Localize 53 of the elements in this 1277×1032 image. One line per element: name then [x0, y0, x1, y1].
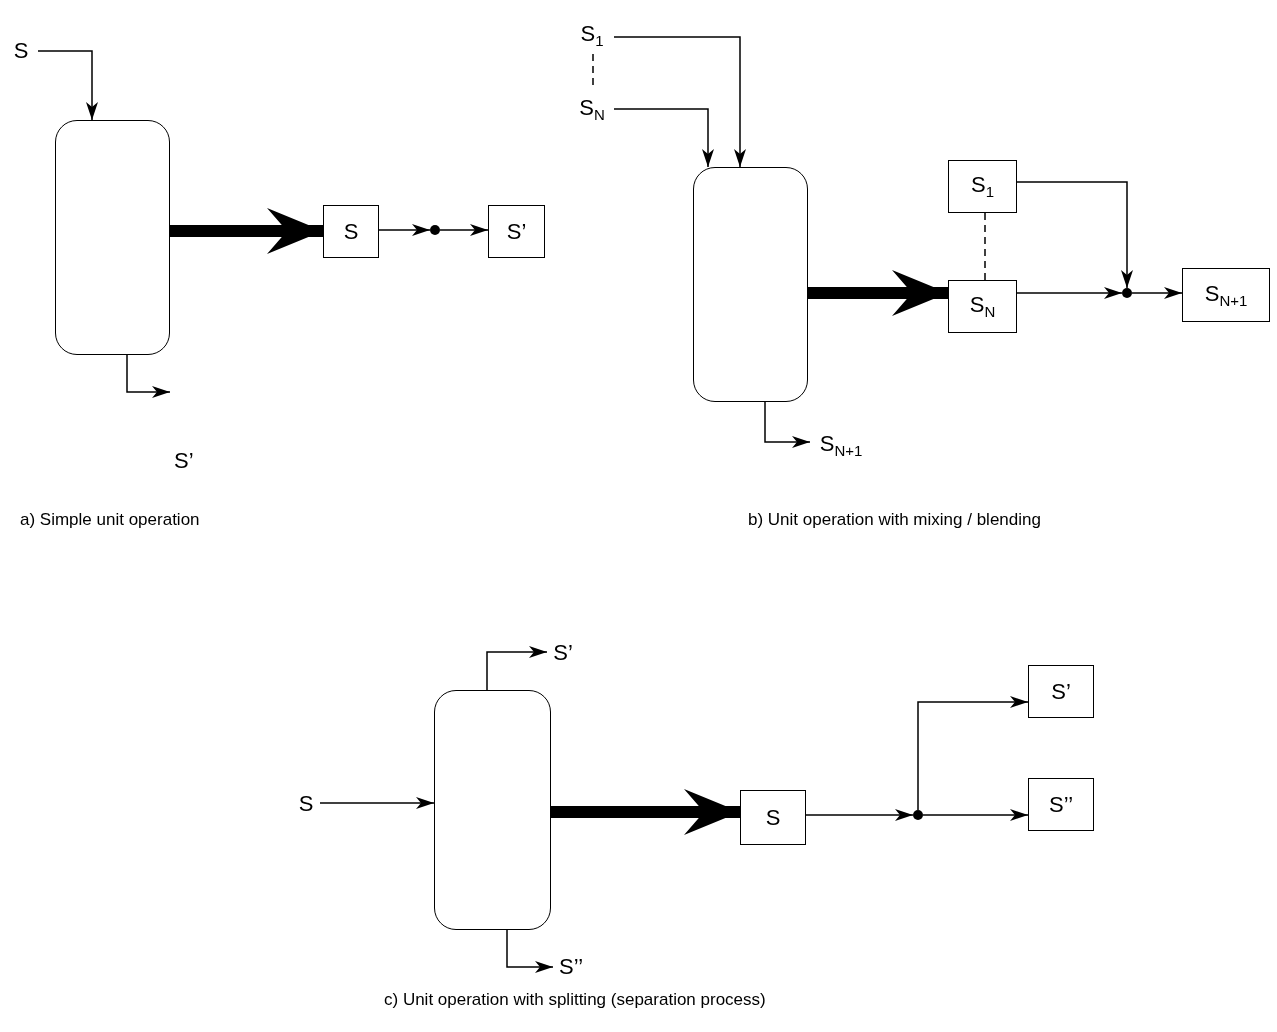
arrow [917, 696, 1029, 811]
stream-label: S$_{N}$ [570, 90, 614, 128]
stream-box [948, 280, 1017, 333]
stream-label: S$_{N+1}$ [1204, 280, 1248, 310]
junction-dot [913, 810, 923, 820]
arrow [1016, 181, 1133, 289]
unit-operation-box [693, 167, 808, 402]
stream-label: S$_{N+1}$ [810, 426, 872, 464]
dashed-line [984, 212, 986, 281]
figure-caption: b) Unit operation with mixing / blending [748, 510, 1041, 530]
arrow [764, 401, 811, 448]
stream-label: S’’ [1048, 791, 1074, 818]
transformation-arrow [808, 270, 948, 316]
stream-box [323, 205, 379, 258]
arrow [1016, 287, 1123, 299]
stream-box [740, 790, 806, 845]
arrow [506, 929, 554, 973]
stream-box [1182, 268, 1270, 322]
arrow [126, 354, 171, 398]
figure-caption: a) Simple unit operation [20, 510, 200, 530]
arrow [922, 809, 1029, 821]
stream-box [488, 205, 545, 258]
stream-box [948, 160, 1017, 213]
stream-label: S$_{1}$ [570, 16, 614, 54]
arrow [613, 36, 746, 168]
arrow [319, 797, 435, 809]
stream-label: S [765, 804, 781, 831]
stream-label: S’ [547, 638, 579, 668]
stream-box [1028, 665, 1094, 718]
arrow [805, 809, 914, 821]
unit-operation-box [434, 690, 551, 930]
stream-label: S [292, 788, 320, 820]
transformation-arrow [170, 208, 323, 254]
arrow [439, 224, 489, 236]
arrow [1131, 287, 1183, 299]
unit-operation-box [55, 120, 170, 355]
arrow [378, 224, 431, 236]
stream-label: S [4, 36, 38, 66]
stream-label: S$_{N}$ [969, 292, 996, 321]
junction-dot [1122, 288, 1132, 298]
arrow [37, 50, 98, 121]
transformation-arrow [551, 789, 740, 835]
stream-box [1028, 778, 1094, 831]
junction-dot [430, 225, 440, 235]
arrow [486, 646, 548, 691]
arrow [613, 108, 714, 168]
stream-label: S’’ [553, 952, 589, 982]
stream-label: S’ [174, 448, 194, 474]
stream-label: S$_{1}$ [971, 172, 994, 201]
stream-label: S’ [1051, 678, 1071, 705]
stream-label: S [343, 218, 359, 245]
figure-caption: c) Unit operation with splitting (separation process) [384, 990, 766, 1010]
stream-label: S’ [506, 218, 527, 245]
